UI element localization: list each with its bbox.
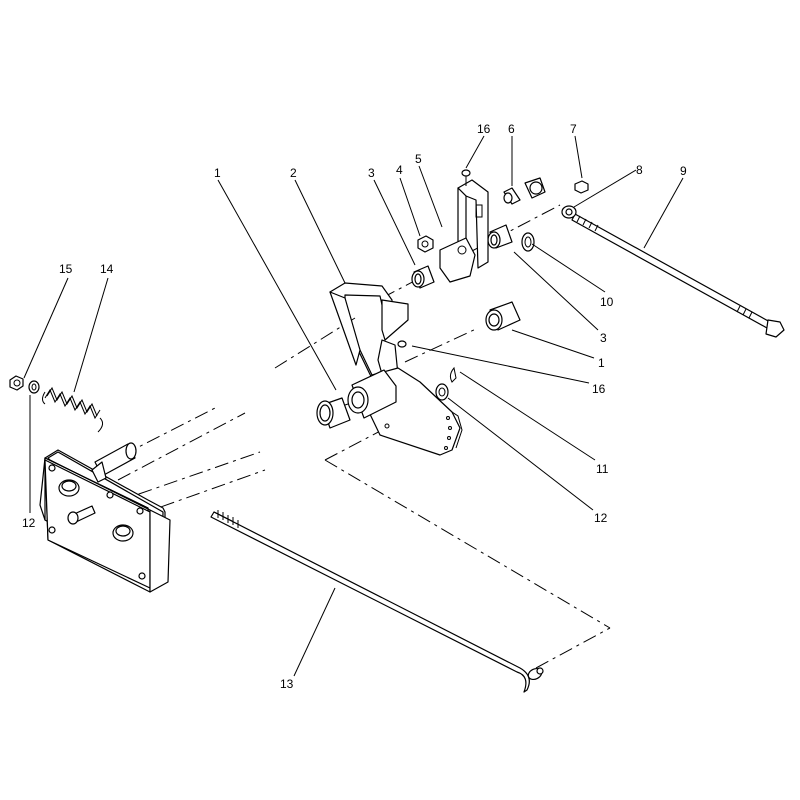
callout-3-right: 3 <box>600 331 607 345</box>
callout-9: 9 <box>680 164 687 178</box>
callout-4: 4 <box>396 163 403 177</box>
callout-16-lever: 16 <box>592 382 606 396</box>
callout-14: 14 <box>100 262 114 276</box>
callout-7: 7 <box>570 122 577 136</box>
pivot-bracket-5 <box>439 179 489 283</box>
bolt-6 <box>503 187 521 205</box>
callout-1-right: 1 <box>598 356 605 370</box>
callout-3-left: 3 <box>368 166 375 180</box>
mounting-bracket <box>39 449 171 593</box>
callout-12-right: 12 <box>594 511 608 525</box>
control-lever-2 <box>329 282 463 456</box>
cotter-pin-11 <box>449 366 457 383</box>
callout-15: 15 <box>59 262 73 276</box>
control-rod-13 <box>210 510 544 693</box>
flange-bushing-1-right <box>485 301 521 331</box>
nut-15 <box>9 375 24 391</box>
flange-bushing-1-left <box>316 397 351 429</box>
callout-8: 8 <box>636 163 643 177</box>
callout-10: 10 <box>600 295 614 309</box>
washer-12-left <box>28 380 40 394</box>
callout-labels: 1 2 3 4 5 16 6 7 8 9 10 3 1 16 11 12 15 … <box>22 122 687 691</box>
callout-13: 13 <box>280 677 294 691</box>
bushing-3-left <box>411 265 435 289</box>
washer-10 <box>521 232 535 252</box>
pivot-pin <box>91 442 137 483</box>
nut-4 <box>417 235 434 253</box>
callout-11: 11 <box>596 462 609 476</box>
washer-12-right <box>435 383 449 401</box>
lever-hub <box>347 369 397 419</box>
callout-5: 5 <box>415 152 422 166</box>
callout-1-left: 1 <box>214 166 221 180</box>
callout-16-top: 16 <box>477 122 491 136</box>
screw-16-lever <box>397 340 407 348</box>
bracket-bolt <box>67 491 114 525</box>
leader-lines <box>23 135 684 677</box>
extension-spring-14 <box>42 386 104 433</box>
adjuster-rod-9 <box>561 205 785 338</box>
ball-joint-7 <box>524 177 589 199</box>
screw-16-top <box>461 169 471 186</box>
center-lines <box>84 204 611 669</box>
callout-2: 2 <box>290 166 297 180</box>
callout-12-left: 12 <box>22 516 36 530</box>
callout-6: 6 <box>508 122 515 136</box>
bushing-3-right <box>487 224 513 249</box>
